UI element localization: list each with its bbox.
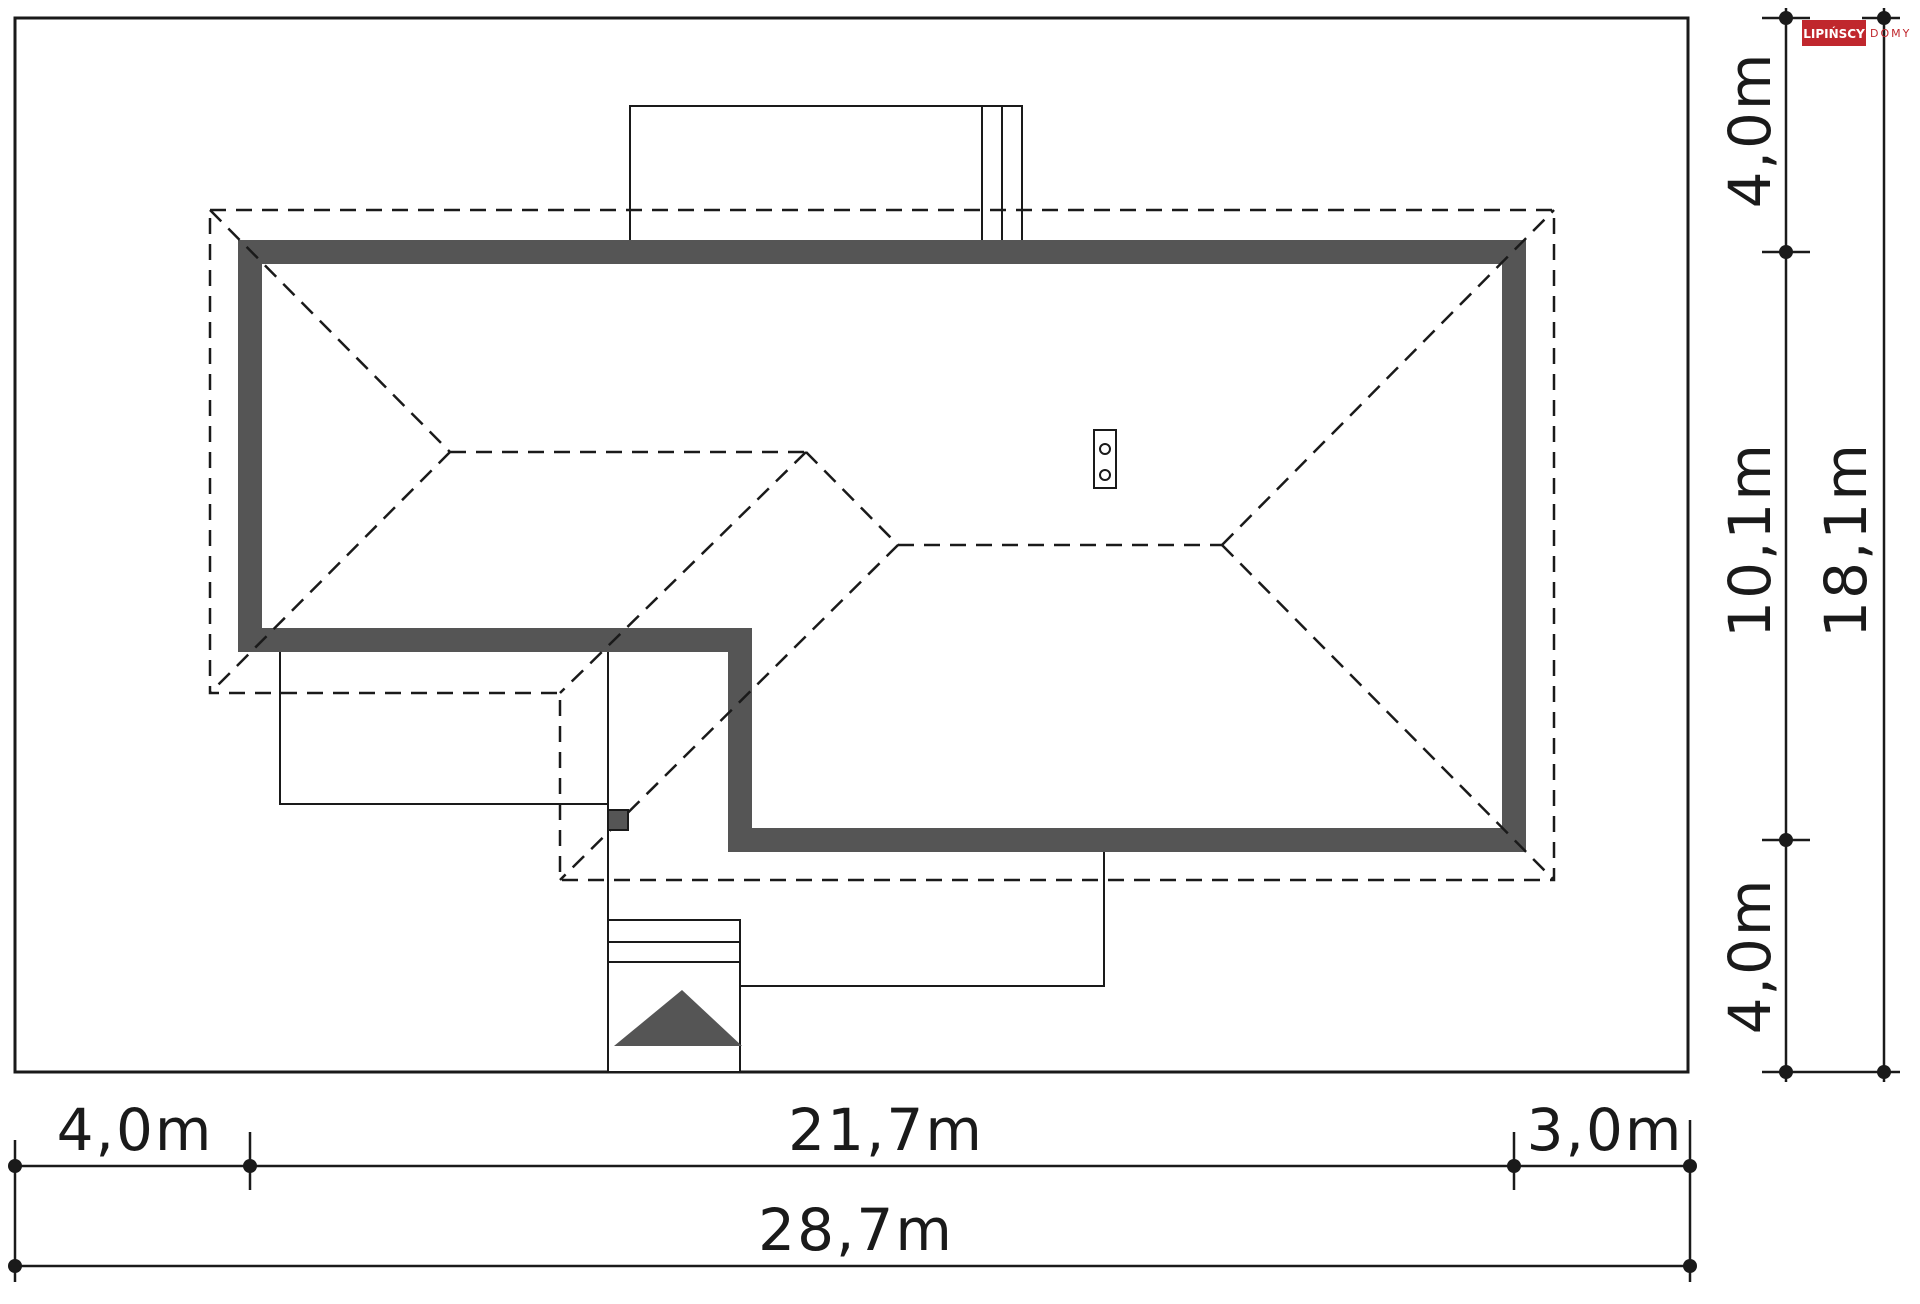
top-terrace <box>629 105 1023 253</box>
logo-sub-text: DOMY <box>1870 27 1911 40</box>
right-terrace <box>740 840 1105 987</box>
roof-overhang-outline <box>208 208 1556 882</box>
chimney-flue <box>1099 443 1111 455</box>
dim-label-right-middle: 10,1m <box>1716 442 1784 638</box>
logo-brand-text: LIPIŃSCY <box>1803 26 1865 41</box>
dim-label-bottom-middle: 21,7m <box>788 1096 984 1164</box>
porch-column <box>607 809 629 831</box>
dim-label-right-total: 18,1m <box>1812 442 1880 638</box>
entrance-stairs <box>607 919 741 1073</box>
dimension-tick-dots <box>8 1159 1697 1273</box>
logo-badge <box>1802 20 1866 46</box>
dim-label-bottom-total: 28,7m <box>758 1196 954 1264</box>
dim-label-bottom-left: 4,0m <box>57 1096 214 1164</box>
house-walls <box>238 240 1526 852</box>
chimney-flue <box>1099 469 1111 481</box>
roof-ridge-lines <box>209 209 1555 881</box>
dimension-tick-dots <box>1779 11 1891 1079</box>
entrance-arrow-icon <box>614 990 742 1046</box>
left-terrace <box>279 652 608 805</box>
bottom-dimension-lines <box>13 1120 1692 1282</box>
brand-logo: LIPIŃSCY DOMY <box>1802 20 1911 46</box>
dim-label-right-bottom: 4,0m <box>1716 878 1784 1035</box>
dim-label-right-top: 4,0m <box>1716 52 1784 209</box>
dim-label-bottom-right: 3,0m <box>1527 1096 1684 1164</box>
plot-boundary <box>13 16 1690 1074</box>
